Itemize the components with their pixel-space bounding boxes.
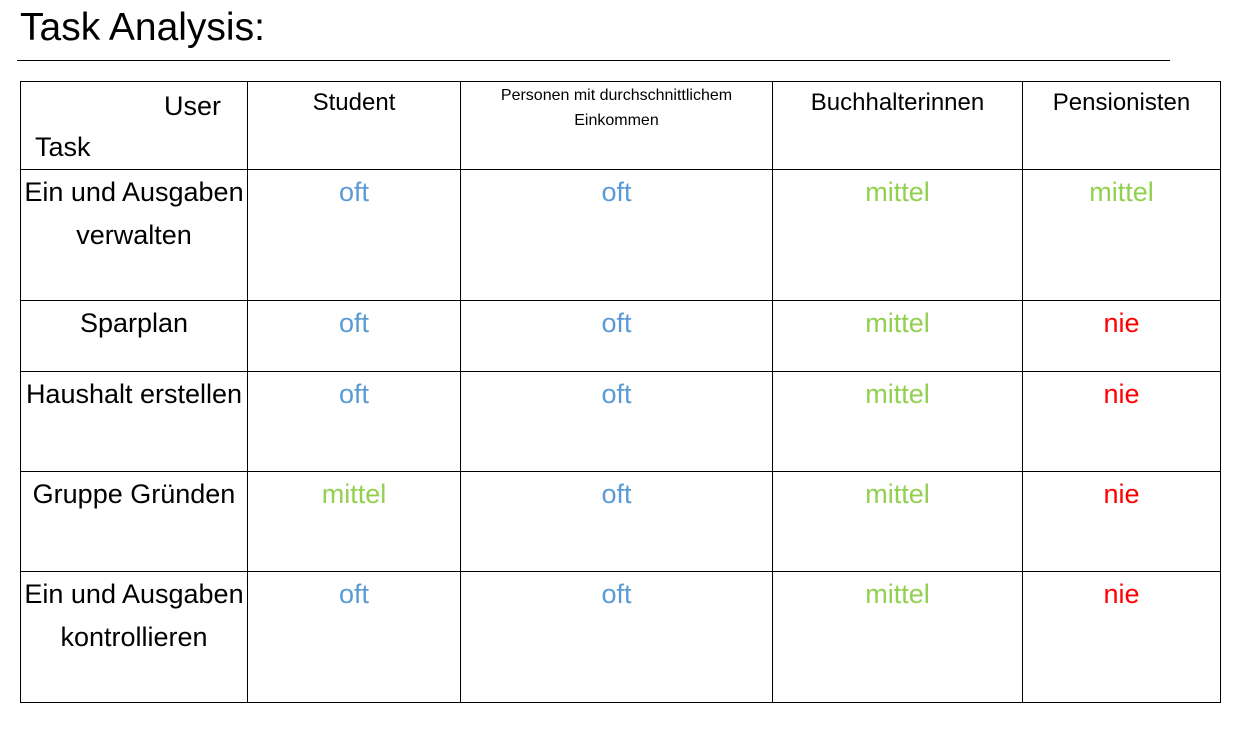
frequency-cell: nie bbox=[1022, 471, 1221, 572]
task-label: Haushalt erstellen bbox=[25, 379, 243, 409]
corner-cell: User Task bbox=[20, 81, 248, 170]
task-label: Ein und Ausgaben kontrollieren bbox=[24, 579, 244, 652]
frequency-value: mittel bbox=[865, 379, 930, 409]
table-row: Haushalt erstellen oft oft mittel nie bbox=[20, 371, 1221, 472]
frequency-cell: mittel bbox=[247, 471, 461, 572]
frequency-value: oft bbox=[338, 579, 370, 609]
frequency-value: oft bbox=[601, 379, 632, 409]
task-label: Gruppe Gründen bbox=[32, 479, 236, 509]
column-header: Student bbox=[247, 81, 461, 170]
frequency-value: oft bbox=[601, 579, 632, 609]
frequency-cell: nie bbox=[1022, 300, 1221, 372]
frequency-cell: oft bbox=[247, 169, 461, 301]
frequency-cell: oft bbox=[460, 571, 773, 703]
task-cell: Ein und Ausgaben verwalten bbox=[20, 169, 248, 301]
frequency-cell: oft bbox=[460, 300, 773, 372]
title-underline bbox=[17, 60, 1170, 61]
frequency-cell: mittel bbox=[772, 471, 1023, 572]
frequency-cell: nie bbox=[1022, 371, 1221, 472]
task-analysis-table: User Task Student Personen mit durchschn… bbox=[20, 81, 1221, 703]
frequency-value: nie bbox=[1103, 379, 1140, 409]
task-axis-label: Task bbox=[35, 132, 91, 162]
column-header: Pensionisten bbox=[1022, 81, 1221, 170]
frequency-value: mittel bbox=[865, 308, 930, 338]
frequency-value: oft bbox=[338, 308, 370, 338]
column-header-student: Student bbox=[312, 89, 396, 116]
table-row: Ein und Ausgaben kontrollieren oft oft m… bbox=[20, 571, 1221, 703]
frequency-cell: mittel bbox=[772, 571, 1023, 703]
table-row: Sparplan oft oft mittel nie bbox=[20, 300, 1221, 372]
frequency-cell: oft bbox=[460, 169, 773, 301]
frequency-value: mittel bbox=[865, 479, 930, 509]
task-label: Sparplan bbox=[79, 308, 189, 338]
task-cell: Gruppe Gründen bbox=[20, 471, 248, 572]
frequency-value: nie bbox=[1103, 579, 1140, 609]
frequency-value: oft bbox=[601, 177, 632, 207]
header-row: User Task Student Personen mit durchschn… bbox=[20, 81, 1221, 170]
frequency-value: oft bbox=[338, 379, 370, 409]
frequency-cell: oft bbox=[247, 371, 461, 472]
frequency-cell: oft bbox=[247, 300, 461, 372]
frequency-value: mittel bbox=[321, 479, 387, 509]
frequency-value: mittel bbox=[865, 177, 930, 207]
frequency-cell: mittel bbox=[772, 300, 1023, 372]
frequency-value: mittel bbox=[865, 579, 930, 609]
frequency-value: nie bbox=[1103, 479, 1140, 509]
frequency-cell: nie bbox=[1022, 571, 1221, 703]
page-title: Task Analysis: bbox=[20, 6, 265, 49]
frequency-value: oft bbox=[601, 308, 632, 338]
frequency-cell: oft bbox=[247, 571, 461, 703]
task-label: Ein und Ausgaben verwalten bbox=[24, 177, 244, 250]
column-header-pensionisten: Pensionisten bbox=[1052, 89, 1191, 116]
column-header-personen: Personen mit durchschnittlichem Einkomme… bbox=[500, 87, 733, 129]
user-axis-label: User bbox=[163, 91, 221, 121]
frequency-cell: mittel bbox=[1022, 169, 1221, 301]
frequency-cell: oft bbox=[460, 371, 773, 472]
frequency-cell: mittel bbox=[772, 169, 1023, 301]
frequency-value: oft bbox=[601, 479, 632, 509]
column-header-buchhalterinnen: Buchhalterinnen bbox=[810, 89, 985, 116]
column-header: Personen mit durchschnittlichem Einkomme… bbox=[460, 81, 773, 170]
column-header: Buchhalterinnen bbox=[772, 81, 1023, 170]
task-cell: Sparplan bbox=[20, 300, 248, 372]
frequency-value: mittel bbox=[1089, 177, 1154, 207]
table-row: Ein und Ausgaben verwalten oft oft mitte… bbox=[20, 169, 1221, 301]
frequency-cell: oft bbox=[460, 471, 773, 572]
task-cell: Ein und Ausgaben kontrollieren bbox=[20, 571, 248, 703]
table-row: Gruppe Gründen mittel oft mittel nie bbox=[20, 471, 1221, 572]
frequency-value: nie bbox=[1103, 308, 1140, 338]
frequency-value: oft bbox=[338, 177, 370, 207]
task-cell: Haushalt erstellen bbox=[20, 371, 248, 472]
frequency-cell: mittel bbox=[772, 371, 1023, 472]
